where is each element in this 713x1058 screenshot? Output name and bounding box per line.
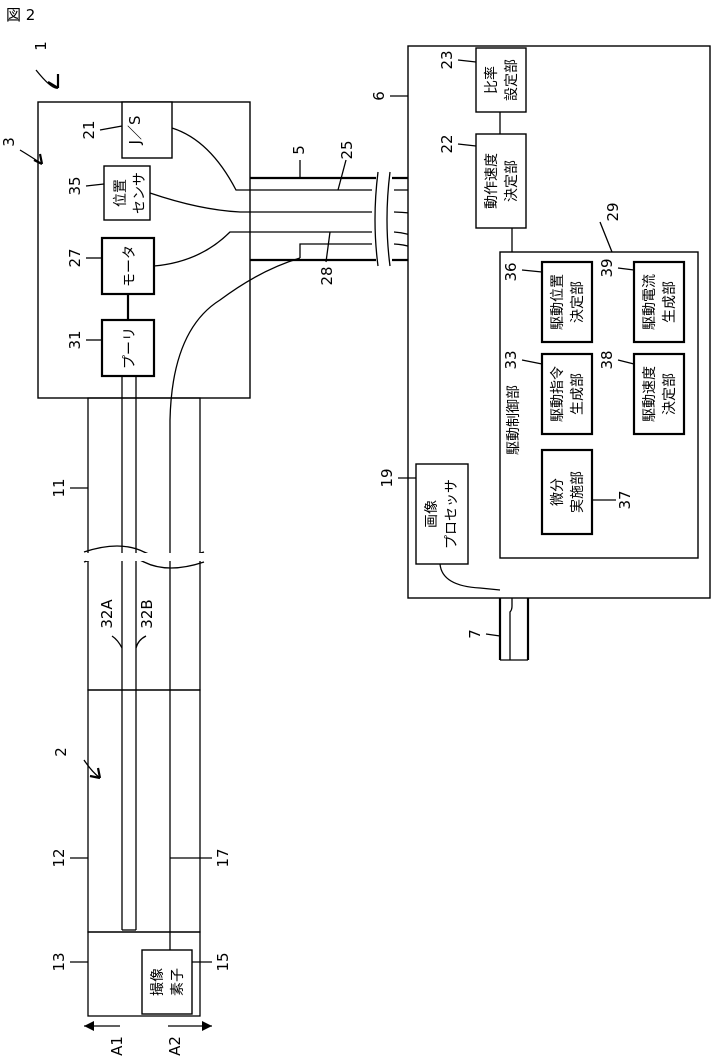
drive-command-label-1: 駆動指令 [550, 366, 566, 422]
drive-current-label-1: 駆動電流 [642, 274, 658, 330]
ref-39: 39 [598, 258, 616, 277]
ref-31: 31 [66, 330, 84, 349]
speed-determination-label-1: 動作速度 [484, 153, 500, 209]
arrow-a2-head [202, 1021, 212, 1031]
direction-a2: A2 [166, 1036, 184, 1056]
ref-2: 2 [52, 747, 70, 757]
ref-7: 7 [466, 629, 484, 639]
ref-15: 15 [214, 952, 232, 971]
ref-32b: 32B [138, 599, 156, 628]
ref-29: 29 [604, 202, 622, 221]
ref-32a: 32A [98, 599, 116, 629]
ref-12: 12 [50, 848, 68, 867]
ref-35: 35 [66, 176, 84, 195]
leader-28 [326, 232, 330, 262]
image-processor-label-2: プロセッサ [444, 479, 460, 549]
ratio-setting-label-1: 比率 [483, 66, 500, 94]
ref-23: 23 [438, 50, 456, 69]
ref-11: 11 [50, 478, 68, 497]
ref-6: 6 [370, 91, 388, 101]
ref-1: 1 [32, 41, 50, 51]
drive-current-label-2: 生成部 [662, 281, 678, 323]
drive-speed-label-2: 決定部 [662, 373, 678, 415]
joystick-label: J／S [126, 116, 144, 146]
imaging-element-label-1: 撮像 [149, 968, 166, 996]
leader-32a [112, 636, 122, 648]
drive-position-label-1: 駆動位置 [550, 274, 566, 330]
drive-command-label-2: 生成部 [570, 373, 586, 415]
imaging-element-label-2: 素子 [170, 968, 186, 996]
image-processor-label-1: 画像 [424, 500, 440, 528]
bending-section-box [88, 690, 200, 932]
differentiator-label-1: 微分 [550, 478, 566, 506]
drive-control-label: 駆動制御部 [506, 385, 522, 455]
drive-position-label-2: 決定部 [570, 281, 586, 323]
ref-33: 33 [502, 350, 520, 369]
ref-36: 36 [502, 262, 520, 281]
ref-22: 22 [438, 134, 456, 153]
differentiator-label-2: 実施部 [570, 471, 586, 513]
drive-speed-label-1: 駆動速度 [642, 366, 658, 422]
flexible-tube-box [88, 398, 200, 690]
ref-17: 17 [214, 848, 232, 867]
ref-28: 28 [318, 266, 336, 285]
direction-a1: A1 [108, 1036, 126, 1056]
figure-label: 図 2 [6, 6, 35, 24]
ref-19: 19 [378, 468, 396, 487]
ratio-setting-label-2: 設定部 [504, 59, 520, 101]
ref-13: 13 [50, 952, 68, 971]
leader-7 [486, 634, 500, 636]
ref-38: 38 [598, 350, 616, 369]
motor-label: モータ [122, 245, 138, 287]
ref-25: 25 [338, 140, 356, 159]
pulley-label: プーリ [122, 327, 138, 369]
ref-27: 27 [66, 248, 84, 267]
position-sensor-label-1: 位置 [113, 179, 129, 207]
leader-32b [136, 636, 146, 648]
ref-21: 21 [80, 120, 98, 139]
ref-5: 5 [290, 145, 308, 155]
ref-37: 37 [616, 490, 634, 509]
arrow-a1-head [84, 1021, 94, 1031]
speed-determination-label-2: 決定部 [504, 160, 520, 202]
position-sensor-label-2: センサ [132, 172, 148, 214]
ref-3: 3 [0, 137, 18, 147]
leader-25 [338, 160, 346, 190]
